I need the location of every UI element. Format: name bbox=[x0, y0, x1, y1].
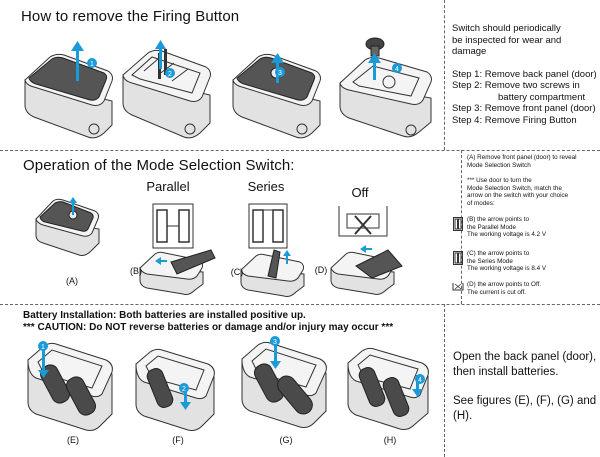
note-c-line: The working voltage is 8.4 V bbox=[467, 265, 547, 273]
section2-title: Operation of the Mode Selection Switch: bbox=[23, 157, 295, 174]
svg-text:1: 1 bbox=[90, 61, 94, 68]
note-step-2b: battery compartment bbox=[498, 91, 586, 103]
caption-d: (D) bbox=[314, 265, 328, 275]
note-b-line: (B) the arrow points to bbox=[467, 216, 529, 223]
mode-label-off: Off bbox=[351, 185, 369, 200]
caption-b: (B) bbox=[130, 266, 142, 276]
device-d bbox=[330, 245, 403, 295]
arrow-up-icon bbox=[373, 60, 376, 80]
arrow-up-icon bbox=[286, 254, 288, 264]
caption-g: (G) bbox=[279, 435, 293, 445]
device-e: 1 bbox=[27, 341, 113, 431]
battery-notes: Open the back panel (door), then install… bbox=[453, 350, 599, 424]
note-a-line: Mode Selection Switch bbox=[467, 161, 531, 169]
note-use-line: arrow on the switch with your choice bbox=[467, 192, 569, 200]
arrow-down-icon bbox=[274, 345, 277, 363]
note-step-1: Step 1: Remove back panel (door) bbox=[452, 68, 597, 80]
device-g: 3 bbox=[241, 336, 327, 428]
parallel-schematic bbox=[152, 203, 194, 249]
caption-e: (E) bbox=[67, 435, 79, 445]
arrow-up-icon bbox=[72, 201, 74, 215]
arrow-left-icon bbox=[155, 257, 161, 265]
battery-note-line: Open the back panel (door), bbox=[453, 351, 597, 363]
step-badge bbox=[87, 58, 97, 68]
section-divider-1 bbox=[0, 150, 600, 152]
device-h: 4 bbox=[347, 347, 429, 430]
notes-divider-3 bbox=[444, 304, 446, 457]
device-f: 2 bbox=[135, 348, 215, 431]
off-schematic bbox=[338, 206, 388, 237]
mode-label-parallel: Parallel bbox=[146, 179, 190, 194]
svg-text:2: 2 bbox=[168, 71, 172, 78]
note-intro-line: be inspected for wear and damage bbox=[452, 34, 562, 58]
svg-text:2: 2 bbox=[182, 386, 186, 393]
svg-text:3: 3 bbox=[278, 70, 282, 77]
note-step-4: Step 4: Remove Firing Button bbox=[452, 114, 577, 126]
caption-h: (H) bbox=[383, 435, 397, 445]
mode-switch-notes: (A) Remove front panel (door) to reveal … bbox=[467, 154, 597, 208]
step-badge bbox=[275, 67, 285, 77]
svg-text:1: 1 bbox=[41, 344, 45, 351]
note-intro-line: Switch should periodically bbox=[452, 23, 561, 34]
device-a bbox=[35, 197, 100, 256]
off-mini-icon bbox=[452, 283, 464, 291]
note-use-line: *** Use door to turn the bbox=[467, 177, 532, 185]
note-c-line: the Series Mode bbox=[467, 257, 513, 265]
battery-heading: Battery Installation: Both batteries are… bbox=[23, 310, 306, 321]
step-badge bbox=[179, 383, 189, 393]
step-badge bbox=[38, 341, 48, 351]
arrow-left-icon bbox=[360, 245, 366, 253]
battery-caution: *** CAUTION: Do NOT reverse batteries or… bbox=[23, 322, 394, 333]
device-c bbox=[240, 249, 305, 297]
note-use-line: Mode Selection Switch, match the bbox=[467, 184, 562, 192]
note-d-line: (D) the arrow points to Off. bbox=[467, 281, 542, 288]
device-step3: 3 bbox=[232, 53, 321, 139]
note-b: (B) the arrow points to the Parallel Mod… bbox=[467, 216, 597, 239]
note-d-line: The current is cut off. bbox=[467, 288, 527, 296]
battery-note-line: then install batteries. bbox=[453, 366, 559, 378]
svg-text:4: 4 bbox=[418, 377, 422, 384]
step-badge bbox=[165, 68, 175, 78]
note-use-line: of modes: bbox=[467, 199, 495, 207]
caption-f: (F) bbox=[172, 435, 184, 445]
series-mini-icon bbox=[453, 251, 463, 265]
series-schematic bbox=[248, 203, 288, 249]
caption-c: (C) bbox=[230, 267, 244, 277]
step-badge bbox=[415, 374, 425, 384]
note-b-line: The working voltage is 4.2 V bbox=[467, 231, 547, 239]
note-c: (C) the arrow points to the Series Mode … bbox=[467, 250, 597, 273]
mode-label-series: Series bbox=[247, 179, 285, 194]
section-divider-2 bbox=[0, 304, 600, 306]
arrow-down-icon bbox=[184, 384, 187, 404]
parallel-mini-icon bbox=[453, 217, 463, 231]
firing-button-notes: Switch should periodically be inspected … bbox=[452, 23, 598, 126]
svg-text:3: 3 bbox=[273, 339, 277, 346]
notes-divider-1 bbox=[444, 0, 446, 150]
section1-title: How to remove the Firing Button bbox=[21, 8, 240, 25]
note-d: (D) the arrow points to Off. The current… bbox=[467, 281, 597, 296]
note-step-3: Step 3: Remove front panel (door) bbox=[452, 103, 596, 114]
battery-note-line: See figures (E), (F), (G) and (H). bbox=[453, 395, 597, 422]
step-badge bbox=[270, 336, 280, 346]
step-badge bbox=[392, 63, 402, 73]
svg-text:4: 4 bbox=[395, 66, 399, 73]
note-b-line: the Parallel Mode bbox=[467, 223, 517, 231]
device-step2: 2 bbox=[122, 40, 211, 139]
device-step4: 4 bbox=[339, 37, 432, 138]
device-step1: 1 bbox=[24, 41, 113, 139]
arrow-up-icon bbox=[76, 47, 79, 81]
arrow-up-icon bbox=[159, 47, 162, 69]
note-c-line: (C) the arrow points to bbox=[467, 250, 530, 257]
arrow-up-icon bbox=[71, 41, 84, 51]
device-b bbox=[139, 249, 216, 295]
note-a-line: (A) Remove front panel (door) to reveal bbox=[467, 154, 577, 161]
arrow-down-icon bbox=[42, 350, 45, 372]
note-step-2: Step 2: Remove two screws in bbox=[452, 80, 580, 91]
caption-a: (A) bbox=[66, 276, 78, 286]
